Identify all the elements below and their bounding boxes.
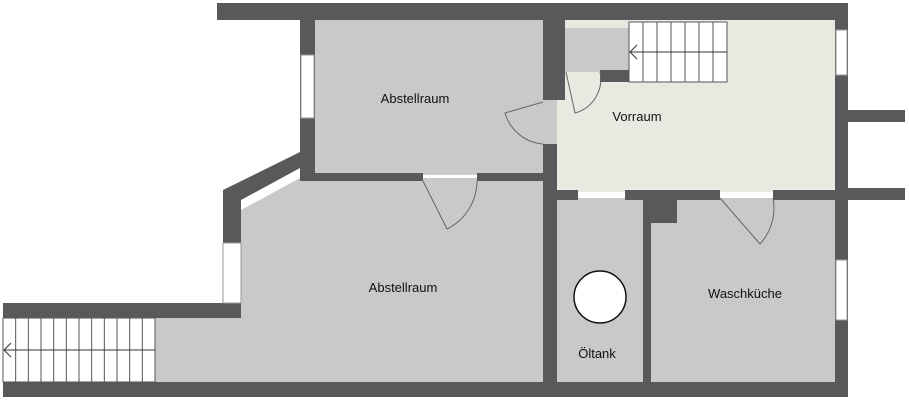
room-label: Waschküche	[708, 286, 782, 301]
window	[835, 29, 848, 76]
window	[222, 242, 242, 304]
room-label: Öltank	[578, 346, 616, 361]
stairs-upper	[628, 21, 728, 83]
floor-waschkueche	[651, 198, 835, 382]
room-label: Vorraum	[612, 109, 661, 124]
doors	[422, 71, 775, 245]
oil-tank-icon	[573, 270, 627, 324]
window	[300, 54, 315, 119]
stair-direction-arrow-icon	[629, 44, 727, 60]
floor-abstellraum-lower	[155, 178, 543, 382]
floor-vorraum-doorway	[543, 100, 557, 144]
floor-closet	[565, 28, 629, 72]
room-label: Abstellraum	[369, 280, 438, 295]
floor-abstellraum-upper	[315, 20, 543, 175]
stairs-lower	[2, 317, 156, 383]
room-label: Abstellraum	[381, 91, 450, 106]
window	[835, 259, 848, 321]
stair-direction-arrow-icon	[3, 342, 155, 358]
